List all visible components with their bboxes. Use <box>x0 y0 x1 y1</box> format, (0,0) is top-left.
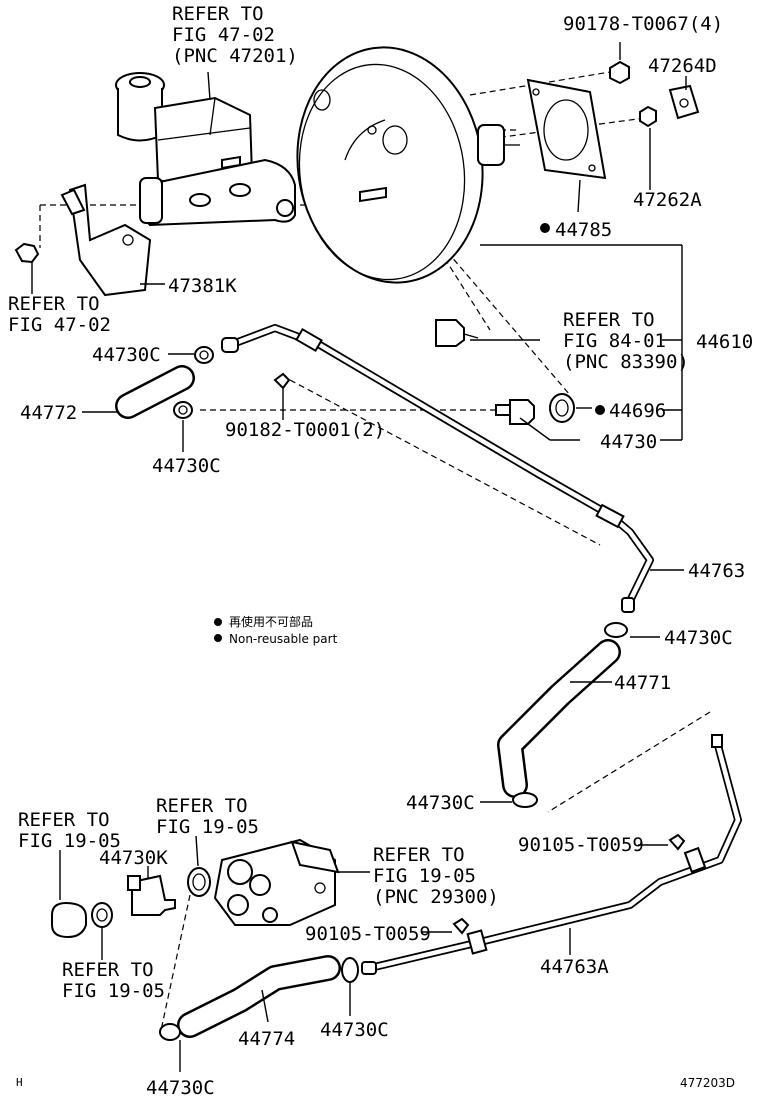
gasket-44785 <box>526 78 607 180</box>
refer-1905-b-line2: FIG 19-05 <box>156 816 259 838</box>
refer-8401-line3: (PNC 83390) <box>563 351 689 373</box>
part-44774-label: 44774 <box>238 1028 295 1050</box>
part-44730-label: 44730 <box>600 431 657 453</box>
refer-1905-pnc-line1: REFER TO <box>373 844 465 866</box>
refer-4702-line2: FIG 47-02 <box>8 314 111 336</box>
part-44696-label: 44696 <box>609 400 666 422</box>
refer-4702-pnc-line3: (PNC 47201) <box>172 45 298 67</box>
brake-booster <box>296 46 520 284</box>
union-44730K <box>127 874 176 916</box>
o-rings <box>51 867 211 939</box>
refer-4702-pnc-line1: REFER TO <box>172 3 264 25</box>
part-47264D-label: 47264D <box>648 55 717 77</box>
refer-1905-pnc-line3: (PNC 29300) <box>373 886 499 908</box>
tube-44763A <box>361 734 742 975</box>
clamp-44730C-a-label: 44730C <box>92 344 161 366</box>
part-47381K-label: 47381K <box>168 275 237 297</box>
refer-1905-b-line1: REFER TO <box>156 795 248 817</box>
vacuum-tube-44763 <box>221 324 654 613</box>
refer-1905-a-line2: FIG 19-05 <box>18 830 121 852</box>
figure-code: 477203D <box>680 1076 735 1090</box>
clamp-44730C-f-label: 44730C <box>146 1077 215 1099</box>
part-44772-label: 44772 <box>20 402 77 424</box>
part-44785-label: 44785 <box>555 219 612 241</box>
refer-8401-line2: FIG 84-01 <box>563 330 666 352</box>
bolt-90178-label: 90178-T0067(4) <box>563 13 723 35</box>
refer-4702-line1: REFER TO <box>8 293 100 315</box>
legend-jp: 再使用不可部品 <box>229 614 313 629</box>
hose-44772 <box>115 365 195 419</box>
refer-4702-pnc-line2: FIG 47-02 <box>172 24 275 46</box>
legend-en: Non-reusable part <box>229 632 338 646</box>
refer-1905-a-line1: REFER TO <box>18 809 110 831</box>
clamps-upper <box>173 346 214 419</box>
clamp-44730C-d-label: 44730C <box>406 792 475 814</box>
nuts-top-right <box>609 60 700 128</box>
refer-1905-pnc-line2: FIG 19-05 <box>373 865 476 887</box>
leader-lines <box>31 42 687 1072</box>
master-cylinder <box>115 72 331 227</box>
bracket-47381K <box>60 183 152 297</box>
clip-90182-label: 90182-T0001(2) <box>225 419 385 441</box>
part-44771-label: 44771 <box>614 672 671 694</box>
clamp-44730C-c-label: 44730C <box>664 627 733 649</box>
bolt-90105-b-label: 90105-T0059 <box>305 923 431 945</box>
bolt-90105-a-label: 90105-T0059 <box>518 834 644 856</box>
part-44763-label: 44763 <box>688 560 745 582</box>
part-47262A-label: 47262A <box>633 189 702 211</box>
footer-left-mark: H <box>16 1076 23 1089</box>
nut-left <box>14 242 40 264</box>
check-valve-area <box>435 319 575 425</box>
refer-8401-line1: REFER TO <box>563 309 655 331</box>
vacuum-pump <box>213 838 340 926</box>
refer-1905-c-line1: REFER TO <box>62 959 154 981</box>
non-reusable-markers <box>214 223 605 642</box>
hose-44774 <box>159 955 359 1041</box>
part-44610-label: 44610 <box>696 331 753 353</box>
part-44730K-label: 44730K <box>99 847 168 869</box>
hose-44771 <box>497 622 628 808</box>
clamp-44730C-b-label: 44730C <box>152 455 221 477</box>
part-44763A-label: 44763A <box>540 956 609 978</box>
clip-90182 <box>273 372 291 390</box>
clamp-44730C-e-label: 44730C <box>320 1019 389 1041</box>
refer-1905-c-line2: FIG 19-05 <box>62 980 165 1002</box>
callout-labels: REFER TO FIG 47-02 (PNC 47201) 90178-T00… <box>8 3 753 1099</box>
